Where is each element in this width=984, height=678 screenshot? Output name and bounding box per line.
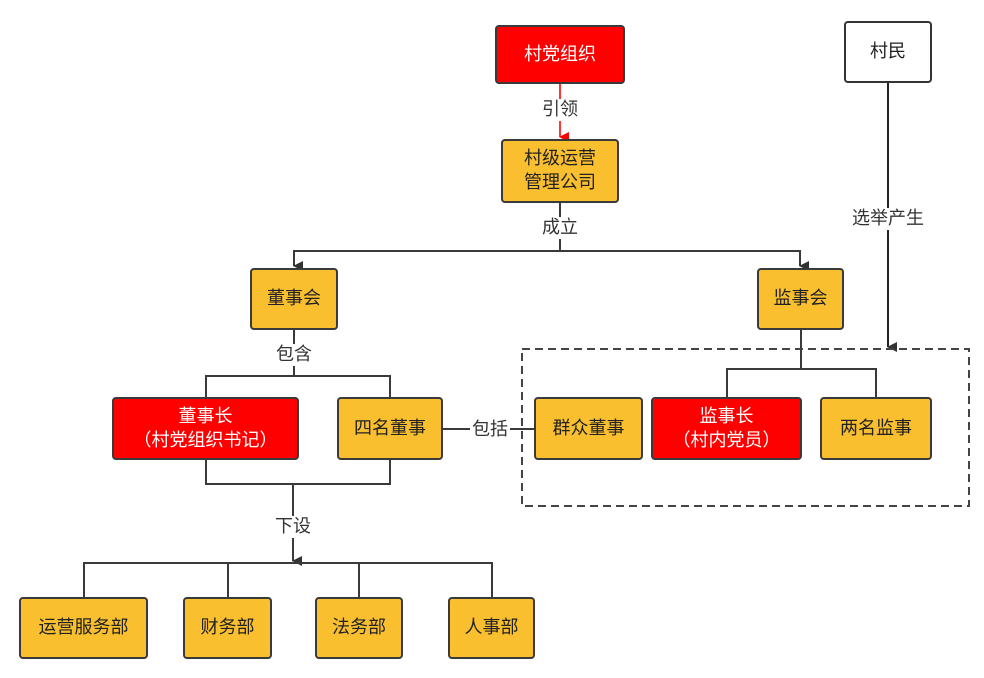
supervisory-group-boundary <box>521 348 970 507</box>
node-dept-finance[interactable]: 财务部 <box>183 597 272 659</box>
node-chairman[interactable]: 董事长 （村党组织书记） <box>112 397 299 460</box>
node-company-label-line2: 管理公司 <box>524 172 596 193</box>
node-villagers-label: 村民 <box>870 41 906 62</box>
edge-label-subordinate: 下设 <box>273 516 313 538</box>
node-board[interactable]: 董事会 <box>250 268 338 330</box>
node-supervisory-board[interactable]: 监事会 <box>757 268 844 330</box>
edge-subordinate-branch <box>83 562 493 597</box>
node-dept-finance-label: 财务部 <box>200 617 255 638</box>
node-chairman-label-line1: 董事长 <box>178 405 233 427</box>
node-dept-legal[interactable]: 法务部 <box>315 597 403 659</box>
edge-supervisory-branch <box>726 368 877 397</box>
node-company-label-line1: 村级运营 <box>524 148 596 169</box>
node-four-directors[interactable]: 四名董事 <box>337 397 443 460</box>
node-company[interactable]: 村级运营 管理公司 <box>501 139 619 203</box>
node-chief-supervisor[interactable]: 监事长 （村内党员） <box>651 397 802 460</box>
edge-contain-branch <box>205 375 391 397</box>
node-chief-supervisor-label-line2: （村内党员） <box>672 429 781 451</box>
edge-label-elect: 选举产生 <box>850 208 926 230</box>
node-chief-supervisor-label-line1: 监事长 <box>699 405 754 427</box>
node-board-label: 董事会 <box>267 288 321 309</box>
node-dept-hr-label: 人事部 <box>464 617 519 638</box>
edge-label-include: 包括 <box>470 419 510 441</box>
node-dept-hr[interactable]: 人事部 <box>448 597 535 659</box>
node-dept-operations-label: 运营服务部 <box>38 617 129 638</box>
node-villagers[interactable]: 村民 <box>844 21 932 83</box>
node-four-directors-label: 四名董事 <box>354 417 426 439</box>
node-mass-director-label: 群众董事 <box>552 417 625 439</box>
node-party-org[interactable]: 村党组织 <box>495 25 625 84</box>
edge-label-lead: 引领 <box>540 99 580 121</box>
edge-label-contain: 包含 <box>274 344 314 366</box>
edge-subordinate-bracket <box>205 460 391 485</box>
node-dept-operations[interactable]: 运营服务部 <box>19 597 148 659</box>
node-dept-legal-label: 法务部 <box>332 617 386 638</box>
node-supervisory-board-label: 监事会 <box>773 288 828 309</box>
edge-establish-supervisory <box>560 250 809 271</box>
edge-establish-board <box>293 250 560 271</box>
edge-label-establish: 成立 <box>540 217 580 239</box>
node-two-supervisors-label: 两名监事 <box>840 417 912 439</box>
node-two-supervisors[interactable]: 两名监事 <box>820 397 932 460</box>
node-mass-director[interactable]: 群众董事 <box>534 397 643 460</box>
node-party-org-label: 村党组织 <box>524 43 596 65</box>
node-chairman-label-line2: （村党组织书记） <box>133 429 278 451</box>
